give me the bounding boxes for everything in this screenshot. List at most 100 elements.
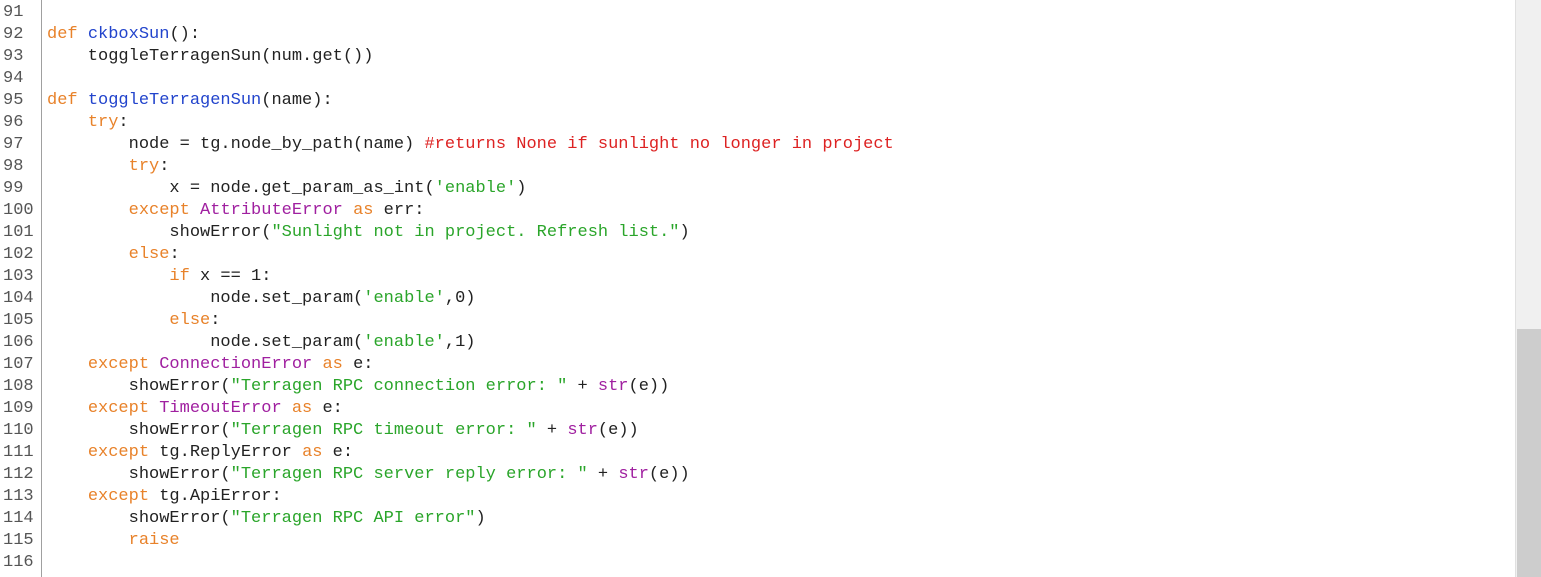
code-line[interactable]: except ConnectionError as e: bbox=[47, 354, 894, 376]
code-token: ConnectionError bbox=[159, 355, 313, 374]
code-line[interactable]: except AttributeError as err: bbox=[47, 200, 894, 222]
code-line[interactable]: showError("Terragen RPC server reply err… bbox=[47, 464, 894, 486]
code-token: ) bbox=[679, 223, 690, 242]
code-lines[interactable]: def ckboxSun(): toggleTerragenSun(num.ge… bbox=[47, 2, 894, 574]
line-number: 113 bbox=[3, 487, 34, 506]
code-line[interactable]: except tg.ReplyError as e: bbox=[47, 442, 894, 464]
code-line[interactable]: else: bbox=[47, 310, 894, 332]
line-number: 97 bbox=[3, 135, 24, 154]
code-line[interactable]: node = tg.node_by_path(name) #returns No… bbox=[47, 134, 894, 156]
code-token: err: bbox=[373, 201, 425, 220]
code-line[interactable]: showError("Terragen RPC API error") bbox=[47, 508, 894, 530]
line-number: 112 bbox=[3, 465, 34, 484]
code-line[interactable]: try: bbox=[47, 156, 894, 178]
code-token: showError( bbox=[47, 509, 231, 528]
code-token: tg.ReplyError bbox=[149, 443, 303, 462]
code-token: else bbox=[169, 311, 211, 330]
code-token: str bbox=[597, 377, 629, 396]
code-token: node = tg.node_by_path(name) bbox=[47, 135, 425, 154]
code-token: raise bbox=[128, 531, 180, 550]
code-line[interactable]: if x == 1: bbox=[47, 266, 894, 288]
code-token bbox=[47, 399, 88, 418]
code-token: except bbox=[128, 201, 190, 220]
code-line[interactable]: except tg.ApiError: bbox=[47, 486, 894, 508]
line-number-gutter bbox=[0, 0, 42, 577]
code-token bbox=[47, 157, 129, 176]
vertical-scrollbar[interactable] bbox=[1515, 0, 1541, 577]
code-token: ) bbox=[475, 509, 486, 528]
code-token: str bbox=[567, 421, 598, 440]
code-token: + bbox=[587, 465, 619, 484]
code-line[interactable]: def ckboxSun(): bbox=[47, 24, 894, 46]
code-token: (e)) bbox=[628, 377, 670, 396]
code-token: e: bbox=[312, 399, 343, 418]
code-token: toggleTerragenSun bbox=[87, 91, 262, 110]
code-line[interactable]: showError("Terragen RPC connection error… bbox=[47, 376, 894, 398]
line-number: 100 bbox=[3, 201, 34, 220]
code-token: def bbox=[47, 25, 78, 44]
code-token: ) bbox=[516, 179, 527, 198]
line-number: 115 bbox=[3, 531, 34, 550]
code-token: "Terragen RPC timeout error: " bbox=[230, 421, 537, 440]
code-token: node.set_param( bbox=[47, 289, 364, 308]
code-token: (e)) bbox=[648, 465, 690, 484]
code-line[interactable]: except TimeoutError as e: bbox=[47, 398, 894, 420]
code-line[interactable]: try: bbox=[47, 112, 894, 134]
code-line[interactable]: x = node.get_param_as_int('enable') bbox=[47, 178, 894, 200]
code-line[interactable]: else: bbox=[47, 244, 894, 266]
code-token: : bbox=[159, 157, 170, 176]
code-token: if bbox=[169, 267, 190, 286]
line-number: 110 bbox=[3, 421, 34, 440]
code-line[interactable]: node.set_param('enable',0) bbox=[47, 288, 894, 310]
code-token: showError( bbox=[47, 421, 231, 440]
code-token: "Terragen RPC API error" bbox=[230, 509, 476, 528]
code-token: x == 1: bbox=[189, 267, 272, 286]
code-token: #returns None if sunlight no longer in p… bbox=[424, 135, 894, 154]
code-token: ckboxSun bbox=[87, 25, 170, 44]
code-line[interactable]: showError("Sunlight not in project. Refr… bbox=[47, 222, 894, 244]
code-token: as bbox=[322, 355, 343, 374]
line-number: 101 bbox=[3, 223, 34, 242]
code-area[interactable]: def ckboxSun(): toggleTerragenSun(num.ge… bbox=[42, 0, 1515, 577]
code-token bbox=[312, 355, 322, 374]
code-token bbox=[47, 267, 169, 286]
line-number: 111 bbox=[3, 443, 34, 462]
line-number: 108 bbox=[3, 377, 34, 396]
line-number: 109 bbox=[3, 399, 34, 418]
code-token: : bbox=[118, 113, 129, 132]
code-token: (e)) bbox=[597, 421, 639, 440]
line-number: 94 bbox=[3, 69, 24, 88]
code-token: except bbox=[87, 487, 150, 506]
code-line[interactable]: raise bbox=[47, 530, 894, 552]
line-number: 106 bbox=[3, 333, 34, 352]
code-token bbox=[78, 25, 88, 44]
line-number: 98 bbox=[3, 157, 24, 176]
code-token: (name): bbox=[261, 91, 333, 110]
code-token bbox=[47, 201, 129, 220]
code-token: showError( bbox=[47, 465, 231, 484]
code-token: : bbox=[210, 311, 221, 330]
code-token bbox=[149, 399, 159, 418]
code-line[interactable]: showError("Terragen RPC timeout error: "… bbox=[47, 420, 894, 442]
code-token: + bbox=[536, 421, 568, 440]
code-line[interactable] bbox=[47, 68, 894, 90]
code-line[interactable] bbox=[47, 552, 894, 574]
line-number: 104 bbox=[3, 289, 34, 308]
code-token: node.set_param( bbox=[47, 333, 364, 352]
code-line[interactable]: toggleTerragenSun(num.get()) bbox=[47, 46, 894, 68]
code-line[interactable]: def toggleTerragenSun(name): bbox=[47, 90, 894, 112]
code-line[interactable]: node.set_param('enable',1) bbox=[47, 332, 894, 354]
code-token: : bbox=[169, 245, 180, 264]
code-token: "Terragen RPC connection error: " bbox=[230, 377, 568, 396]
code-line[interactable] bbox=[47, 2, 894, 24]
code-token: x = node.get_param_as_int( bbox=[47, 179, 435, 198]
code-token: ,1) bbox=[444, 333, 476, 352]
code-token: "Terragen RPC server reply error: " bbox=[230, 465, 588, 484]
code-token: 'enable' bbox=[363, 289, 445, 308]
line-number: 91 bbox=[3, 3, 24, 22]
line-number: 99 bbox=[3, 179, 24, 198]
scrollbar-thumb[interactable] bbox=[1517, 329, 1541, 577]
code-token bbox=[47, 531, 129, 550]
code-token bbox=[47, 311, 169, 330]
